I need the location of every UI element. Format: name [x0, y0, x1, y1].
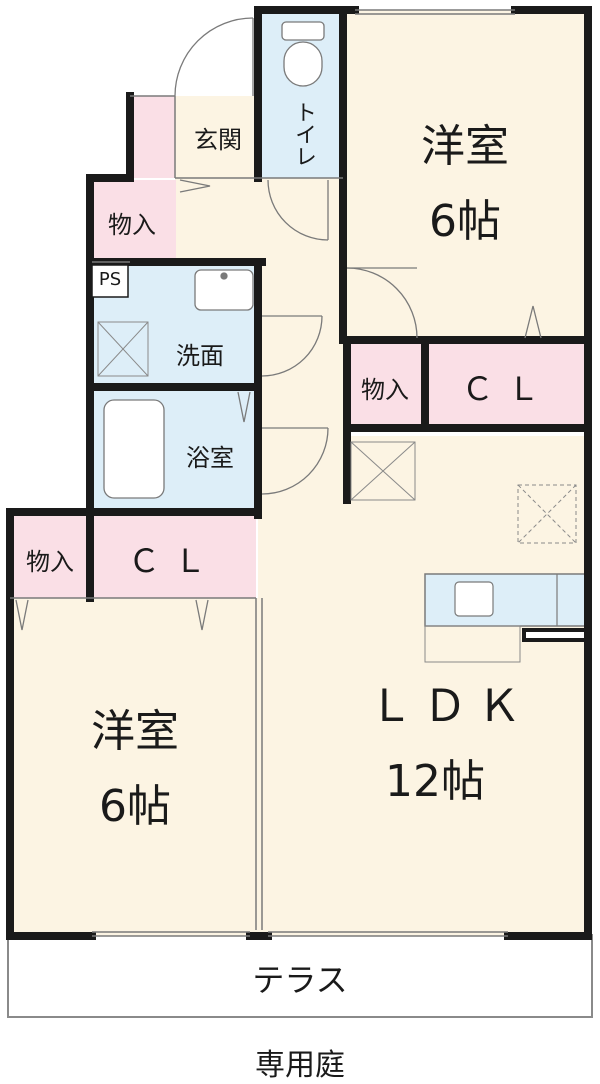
private-garden-label: 専用庭 — [255, 1048, 345, 1083]
kitchen-end-slot — [526, 632, 584, 638]
entrance-floor — [175, 96, 263, 178]
ps-label: PS — [98, 269, 122, 290]
storage-bottom-floor — [10, 516, 90, 598]
bedroom-top-name: 洋室 — [421, 121, 509, 172]
storage-entrance-floor — [90, 180, 176, 258]
storage-top-label: 物入 — [361, 376, 409, 404]
walls — [6, 6, 592, 940]
kitchen-island-outline — [424, 625, 521, 663]
closet-top-floor — [423, 343, 588, 428]
ldk-name: ＬＤＫ — [369, 681, 531, 732]
bedroom-bottom-floor — [10, 598, 258, 936]
terrace-label: テラス — [252, 961, 348, 999]
fridge-slot — [350, 441, 416, 501]
closet-top-label: ＣＬ — [461, 370, 554, 408]
closet-bottom-label: ＣＬ — [127, 542, 220, 580]
ldk-floor-left — [258, 516, 350, 936]
washroom-label: 洗面 — [176, 342, 224, 370]
toilet-fixture — [281, 21, 325, 87]
thin-lines — [10, 9, 515, 937]
storage-top-floor — [347, 343, 423, 428]
bedroom-top-floor — [343, 10, 588, 340]
bathroom-label: 浴室 — [186, 444, 234, 472]
bathtub — [103, 399, 165, 499]
storage-bottom-label: 物入 — [26, 548, 74, 576]
hallway-floor-end — [262, 436, 347, 516]
kitchen-counter — [424, 573, 589, 627]
entrance-shoe-storage — [130, 96, 175, 178]
storage-entrance-label: 物入 — [108, 211, 156, 239]
bedroom-bottom-size: 6帖 — [99, 781, 171, 832]
washer-slot — [97, 321, 149, 377]
ps-box — [91, 264, 129, 298]
entrance-label: 玄関 — [194, 126, 242, 154]
ldk-floor — [347, 436, 588, 936]
closet-bottom-floor — [90, 516, 256, 598]
range-hood-outline — [517, 484, 577, 544]
bedroom-bottom-name: 洋室 — [91, 706, 179, 757]
hallway-floor-lower — [262, 258, 345, 436]
toilet-label: トイレ — [291, 101, 316, 167]
door-swings — [15, 17, 542, 631]
hallway-floor — [175, 178, 345, 258]
kitchen-sink — [454, 581, 494, 617]
bedroom-top-size: 6帖 — [429, 196, 501, 247]
terrace-area — [7, 934, 593, 1018]
wash-basin — [194, 269, 254, 311]
ldk-size: 12帖 — [385, 756, 485, 807]
